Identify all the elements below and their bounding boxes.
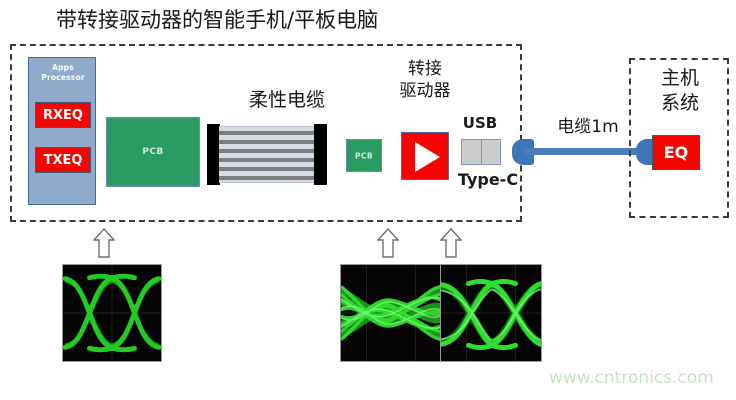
up-arrow-icon-2 — [376, 227, 400, 258]
main-pcb-label: PCB — [142, 147, 164, 157]
cable-length-label: 电缆1m — [557, 117, 619, 137]
host-system-label-line2: 系统 — [660, 92, 699, 114]
device-boundary-box — [10, 44, 522, 222]
apps-processor-block: Apps Processor RXEQ TXEQ — [28, 57, 96, 205]
amplifier-triangle-icon — [415, 142, 440, 172]
redriver-pcb-block: PCB — [346, 139, 382, 172]
main-pcb-block: PCB — [106, 117, 200, 187]
redriver-label: 转接 驱动器 — [382, 58, 468, 102]
flex-cable-label: 柔性电缆 — [248, 89, 325, 111]
type-c-label: Type-C — [457, 170, 519, 189]
host-system-label-line1: 主机 — [660, 67, 699, 89]
redriver-pcb-label: PCB — [355, 151, 373, 160]
rxeq-block: RXEQ — [35, 102, 91, 128]
usb-type-c-connector — [461, 139, 501, 165]
flex-cable-connector-right — [314, 124, 327, 185]
watermark: www.cntronics.com — [549, 368, 714, 388]
usb-connector-cell — [462, 140, 482, 164]
apps-processor-label: Apps Processor — [29, 63, 97, 83]
eye-diagram-closed-2 — [340, 264, 442, 362]
cable-plug-left — [512, 139, 534, 165]
cable-line — [525, 148, 647, 155]
eye-diagram-open-3 — [440, 264, 542, 362]
up-arrow-icon-1 — [92, 227, 116, 258]
host-system-boundary-box — [629, 58, 729, 218]
up-arrow-icon-3 — [439, 227, 463, 258]
eye-diagram-open-1 — [62, 264, 162, 362]
flex-cable-body — [219, 126, 315, 183]
host-system-label: 主机 系统 — [640, 66, 720, 116]
redriver-label-line1: 转接 — [408, 59, 442, 79]
flex-cable-connector-left — [207, 124, 220, 185]
apps-processor-label-line2: Processor — [41, 73, 85, 82]
redriver-label-line2: 驱动器 — [399, 81, 451, 101]
redriver-block — [401, 132, 449, 180]
apps-processor-label-line1: Apps — [52, 63, 74, 72]
usb-connector-cell — [482, 140, 501, 164]
host-eq-block: EQ — [652, 135, 700, 170]
txeq-block: TXEQ — [35, 147, 91, 173]
page-title: 带转接驱动器的智能手机/平板电脑 — [56, 8, 379, 32]
usb-label: USB — [462, 114, 498, 132]
